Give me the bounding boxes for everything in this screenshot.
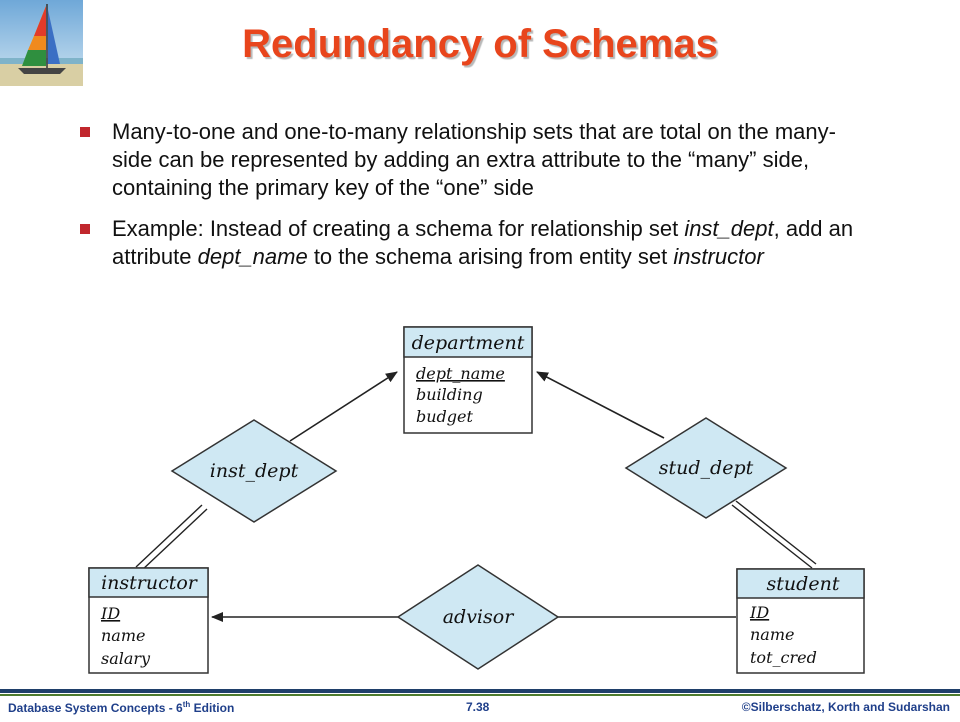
footer-bar: [0, 689, 960, 693]
entity-instructor: instructor ID name salary: [88, 567, 209, 674]
relationship-stud-dept: stud_dept: [624, 417, 788, 519]
attr-student-id: ID: [749, 603, 769, 622]
attr-student-name: name: [750, 625, 794, 644]
attr-salary: salary: [101, 649, 151, 668]
entity-department: department dept_name building budget: [403, 326, 533, 434]
relationship-inst-dept: inst_dept: [170, 419, 338, 523]
bullet-2-emphasis-3: instructor: [673, 244, 764, 269]
footer-course-title-b: Edition: [190, 701, 235, 715]
bullet-2-part-3: to the schema arising from entity set: [307, 244, 674, 269]
double-line-instructor-inst-dept-b: [140, 508, 208, 572]
footer-copyright: ©Silberschatz, Korth and Sudarshan: [741, 700, 950, 714]
footer-slide-number: 7.38: [466, 700, 490, 714]
er-diagram: department dept_name building budget ins…: [88, 326, 865, 674]
bullet-item-1: Many-to-one and one-to-many relationship…: [80, 118, 870, 202]
entity-name-student: student: [767, 573, 840, 595]
footer: [0, 694, 960, 722]
entity-student: student ID name tot_cred: [736, 568, 865, 674]
bullet-2-emphasis-1: inst_dept: [684, 216, 774, 241]
bullet-2-part-2: , add an attribute: [112, 216, 854, 269]
entity-name-department: department: [412, 332, 525, 354]
relationship-label-advisor: advisor: [443, 606, 515, 628]
bullet-text-1: Many-to-one and one-to-many relationship…: [112, 119, 836, 200]
footer-course-title-a: Database System Concepts - 6: [8, 701, 183, 715]
attr-building: building: [416, 385, 483, 404]
bullet-square-icon: [80, 224, 90, 234]
line-inst-dept-to-department: [289, 371, 398, 442]
attr-dept-name: dept_name: [416, 364, 505, 383]
attr-tot-cred: tot_cred: [750, 648, 817, 667]
bullet-text-2: Example: Instead of creating a schema fo…: [112, 215, 870, 271]
slide-title: Redundancy of Schemas: [242, 22, 718, 66]
footer-course-title-sup: th: [182, 700, 191, 709]
relationship-label-stud-dept: stud_dept: [659, 457, 754, 479]
bullet-item-2: Example: Instead of creating a schema fo…: [80, 215, 870, 271]
attr-budget: budget: [416, 407, 474, 426]
double-line-student-stud-dept-b: [735, 500, 817, 565]
bullet-square-icon: [80, 127, 90, 137]
bullet-2-emphasis-2: dept_name: [197, 244, 308, 269]
attr-instructor-name: name: [101, 626, 145, 645]
relationship-advisor: advisor: [396, 564, 560, 670]
footer-course-title: Database System Concepts - 6th Edition: [8, 700, 234, 715]
sailboat-logo: [0, 0, 83, 86]
bullet-2-part-1: Example: Instead of creating a schema fo…: [112, 216, 685, 241]
attr-instructor-id: ID: [100, 604, 120, 623]
double-line-instructor-inst-dept-a: [135, 504, 203, 568]
double-line-student-stud-dept-a: [731, 504, 813, 569]
entity-name-instructor: instructor: [101, 572, 199, 594]
line-stud-dept-to-department: [536, 371, 665, 439]
relationship-label-inst-dept: inst_dept: [210, 460, 299, 482]
